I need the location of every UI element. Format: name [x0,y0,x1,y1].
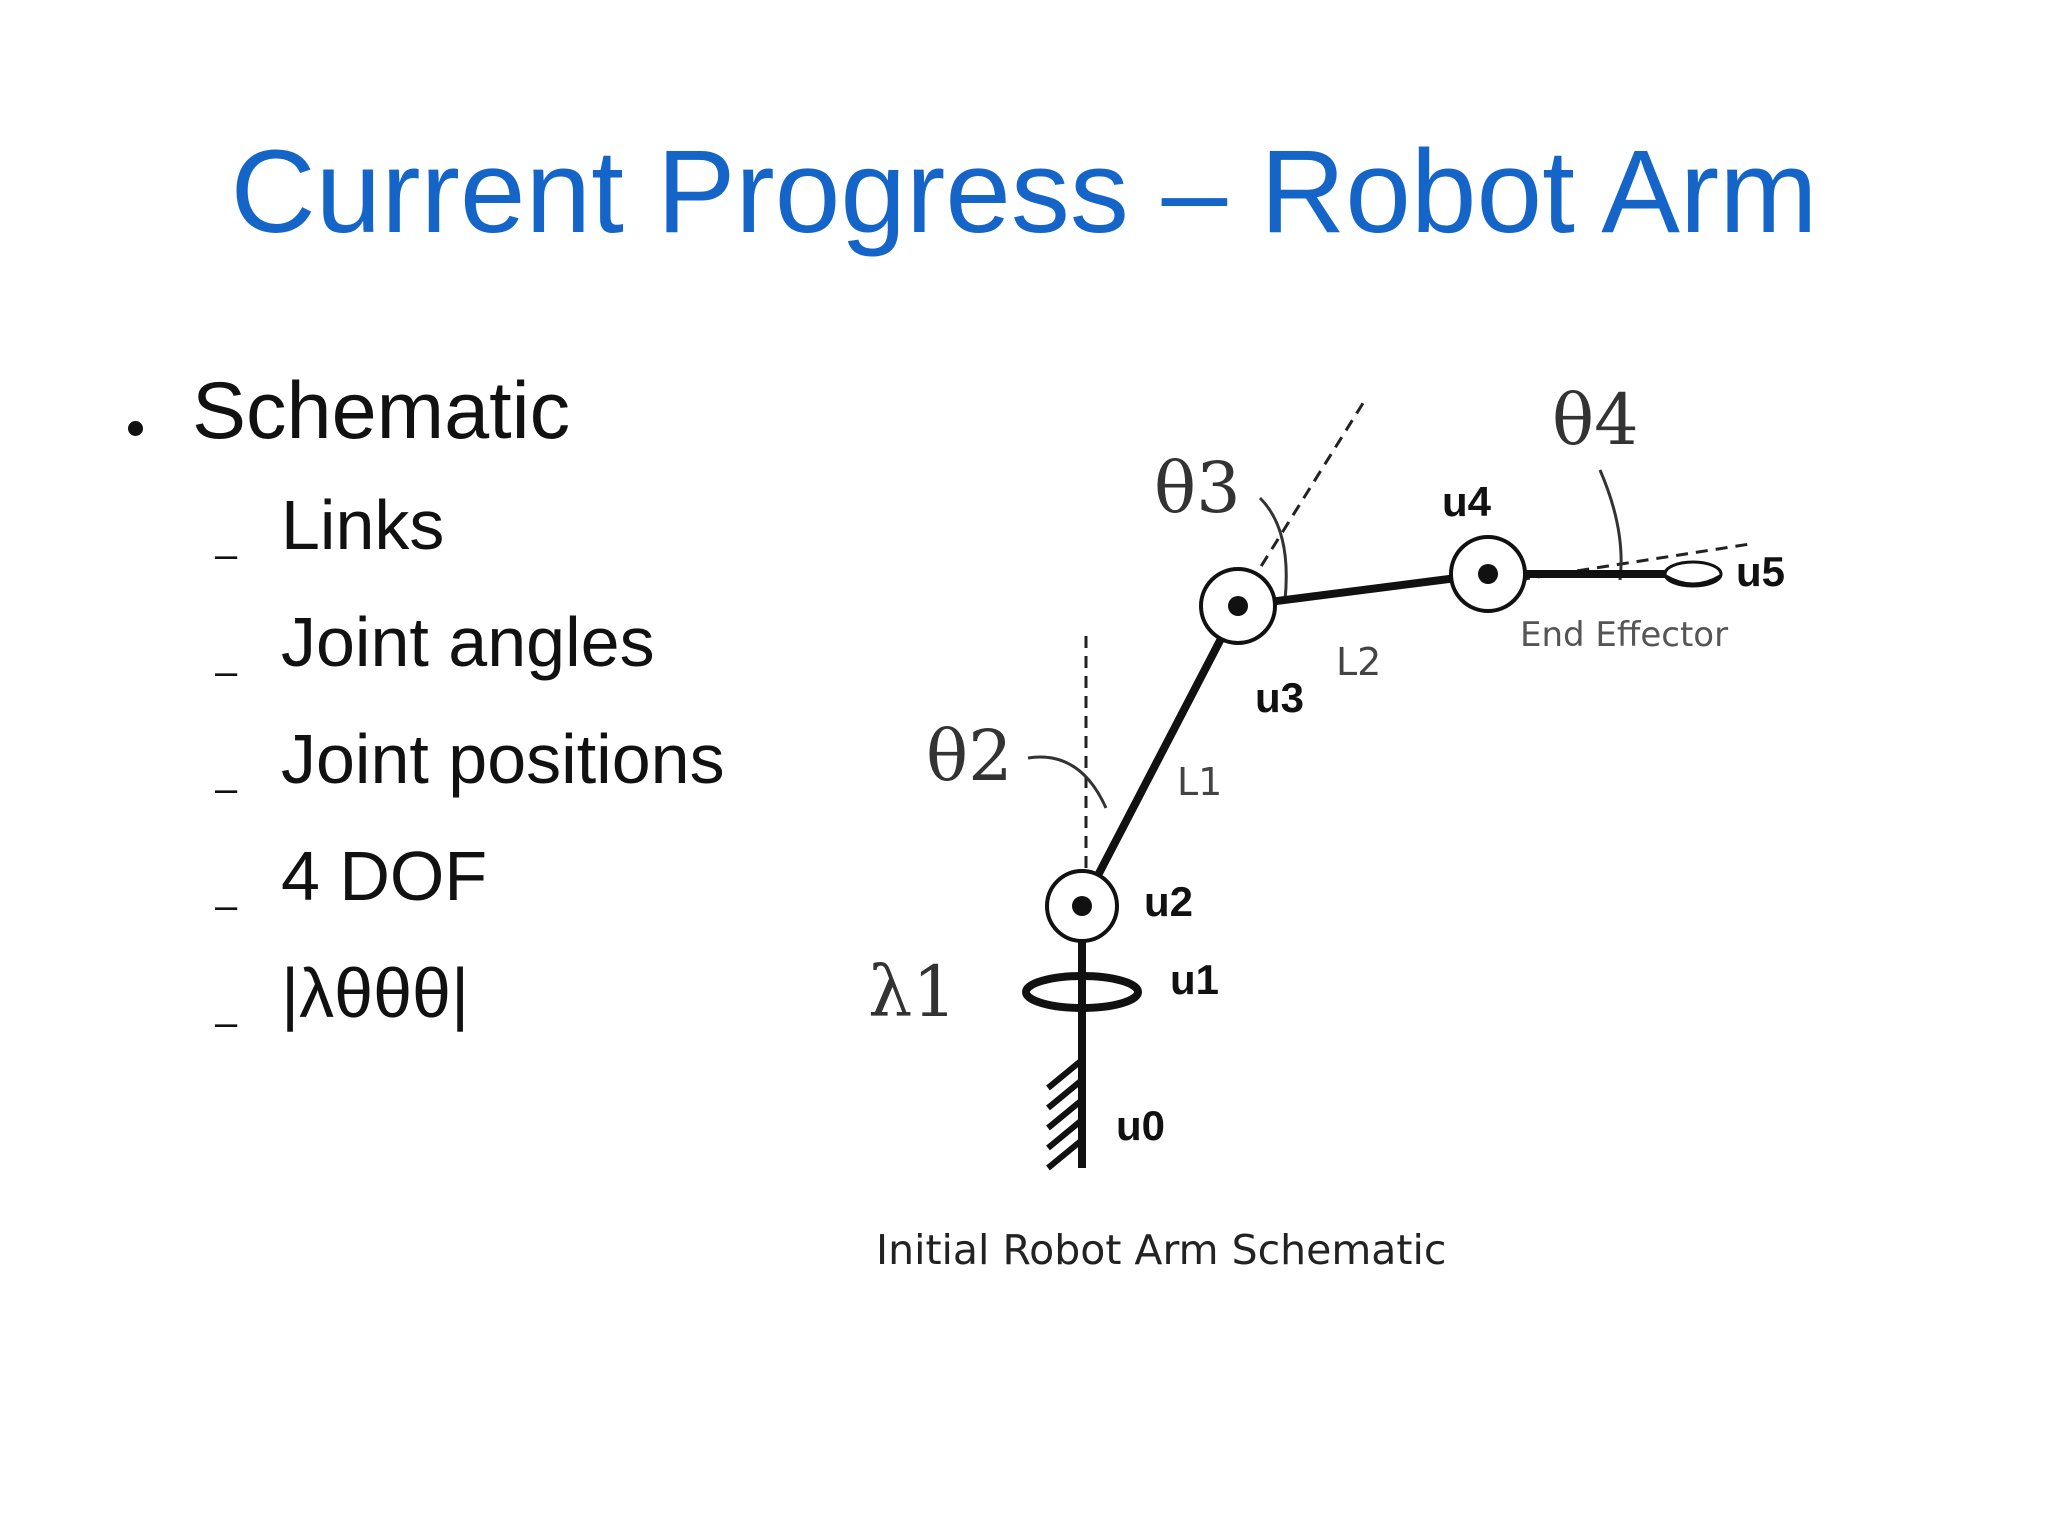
reference-line-theta3 [1238,399,1367,601]
joint-u2-icon [1045,869,1119,943]
label-link-l2: L2 [1336,640,1381,684]
dash-marker: – [215,884,238,928]
dash-marker: – [215,1001,238,1045]
sub-item-text: |λθθθ| [281,954,470,1032]
arc-theta2 [1027,755,1108,809]
label-u0: u0 [1116,1102,1165,1149]
slide-title: Current Progress – Robot Arm [230,126,1818,258]
bullet-dot-icon [128,421,143,436]
joint-u4-icon [1449,535,1527,613]
label-lambda1: λ1 [868,951,957,1033]
label-theta4: θ4 [1552,380,1639,461]
end-effector-icon [1663,560,1723,588]
sub-item-text: 4 DOF [281,837,488,915]
label-u5: u5 [1736,548,1785,595]
dash-marker: – [215,650,238,694]
sub-item-text: Links [281,486,445,564]
sub-item-text: Joint angles [281,603,655,681]
end-effector-rim [1665,574,1721,586]
label-u2: u2 [1144,878,1193,925]
ground-hatch-icon [1046,1057,1084,1171]
arc-theta4 [1598,469,1623,581]
arc-theta3 [1258,496,1288,601]
label-theta2: θ2 [926,715,1013,797]
label-u4: u4 [1442,478,1492,525]
label-end-effector: End Effector [1520,615,1728,655]
label-u1: u1 [1170,956,1219,1003]
sub-item-text: Joint positions [281,720,725,798]
dash-marker: – [215,533,238,577]
dash-marker: – [215,767,238,811]
label-link-l1: L1 [1177,760,1222,804]
robot-arm-schematic: u0 u1 u2 u3 u4 u5 L1 L2 λ1 θ2 θ3 θ4 End … [868,380,1785,1171]
joint-u3-icon [1199,567,1277,645]
label-u3: u3 [1255,674,1304,721]
link-l1 [1078,604,1242,908]
bullet-text: Schematic [192,366,571,456]
link-l2 [1237,570,1489,610]
figure-caption: Initial Robot Arm Schematic [876,1226,1447,1274]
rotation-ring-icon [1022,972,1142,1012]
label-theta3: θ3 [1154,447,1241,529]
